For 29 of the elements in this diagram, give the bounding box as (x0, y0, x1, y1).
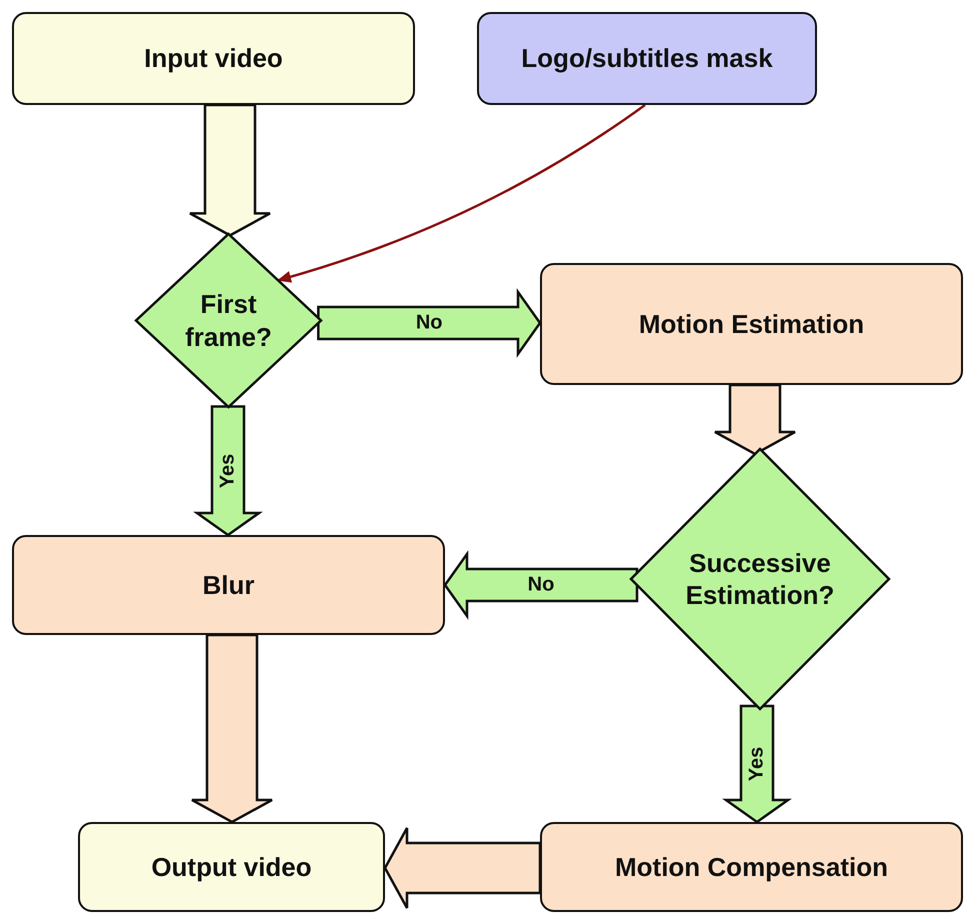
block-arrow (317, 288, 542, 358)
block-arrow (188, 104, 272, 237)
process-box (477, 12, 817, 105)
node-label: Output video (151, 850, 312, 884)
decision-diamond (135, 233, 322, 408)
process-box (12, 535, 445, 635)
process-box (78, 822, 385, 912)
node-label: Successive Estimation? (684, 546, 836, 612)
arrow (277, 104, 646, 282)
node-label: Blur (202, 568, 254, 602)
block-arrow (384, 826, 542, 910)
edge-label: Yes (746, 746, 768, 782)
process-box (12, 12, 415, 105)
edge-label: No (416, 312, 442, 334)
node-label: Motion Estimation (638, 308, 864, 340)
edge-label: No (528, 574, 554, 596)
process-box (540, 263, 963, 385)
block-arrow (722, 704, 792, 824)
block-arrow (193, 405, 263, 537)
node-label: First frame? (184, 288, 273, 353)
node-label: Input video (144, 42, 283, 75)
edge-label: Yes (216, 454, 240, 488)
process-box (540, 822, 963, 912)
node-label: Motion Compensation (615, 850, 888, 884)
block-arrow (443, 550, 638, 620)
decision-diamond (630, 448, 890, 710)
block-arrow (190, 634, 274, 824)
node-label: Logo/subtitles mask (521, 42, 773, 75)
block-arrow (714, 384, 796, 456)
